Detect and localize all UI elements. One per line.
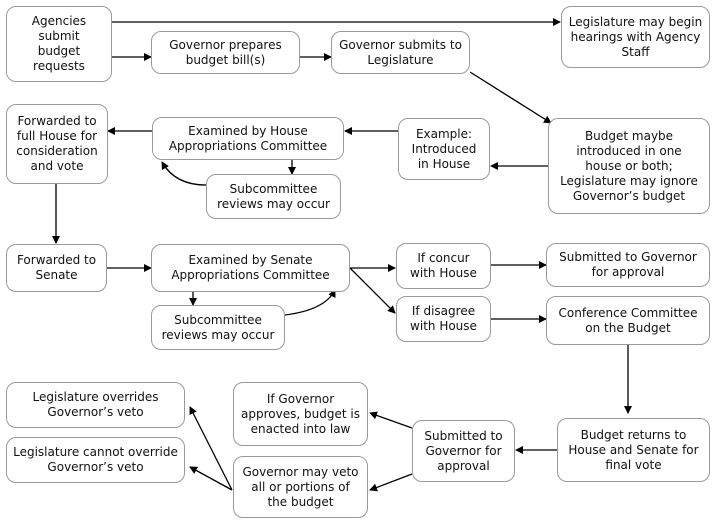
house-subcommittee-node: Subcommittee reviews may occur bbox=[206, 174, 341, 219]
arrow-submitted-governor-to-veto bbox=[369, 473, 413, 492]
house-appropriations-node: Examined by House Appropriations Committ… bbox=[152, 117, 344, 160]
legislature-overrides-node: Legislature overrides Governor’s veto bbox=[6, 382, 185, 428]
agencies-submit-node: Agencies submit budget requests bbox=[6, 6, 112, 82]
example-introduced-house-node: Example: Introduced in House bbox=[398, 118, 490, 180]
forwarded-full-house-node: Forwarded to full House for consideratio… bbox=[6, 104, 108, 184]
submitted-governor-second-node: Submitted to Governor for approval bbox=[412, 420, 515, 482]
arrow-house-subcommittee-return bbox=[161, 161, 207, 186]
senate-appropriations-node: Examined by Senate Appropriations Commit… bbox=[151, 244, 350, 292]
budget-returns-node: Budget returns to House and Senate for f… bbox=[557, 418, 710, 482]
forwarded-senate-node: Forwarded to Senate bbox=[6, 244, 107, 292]
legislature-cannot-override-node: Legislature cannot override Governor’s v… bbox=[6, 437, 185, 483]
arrow-senate-subcommittee-return bbox=[284, 289, 336, 316]
senate-subcommittee-node: Subcommittee reviews may occur bbox=[151, 305, 285, 350]
arrow-submitted-governor-to-approves bbox=[369, 411, 413, 429]
legislature-hearings-node: Legislature may begin hearings with Agen… bbox=[561, 6, 710, 68]
arrow-senate-approps-to-disagree bbox=[349, 267, 396, 314]
governor-submits-node: Governor submits to Legislature bbox=[331, 31, 470, 74]
arrow-governor-submits-to-budget-introduced bbox=[469, 71, 552, 124]
disagree-with-house-node: If disagree with House bbox=[396, 296, 491, 342]
budget-introduced-node: Budget maybe introduced in one house or … bbox=[548, 118, 710, 214]
submitted-governor-approval-node: Submitted to Governor for approval bbox=[546, 243, 710, 287]
governor-approves-node: If Governor approves, budget is enacted … bbox=[233, 382, 368, 446]
governor-veto-node: Governor may veto all or portions of the… bbox=[233, 456, 368, 518]
conference-committee-node: Conference Committee on the Budget bbox=[546, 296, 710, 345]
concur-with-house-node: If concur with House bbox=[396, 243, 491, 289]
arrow-veto-to-override bbox=[189, 406, 233, 491]
arrow-veto-to-cannot-override bbox=[189, 466, 233, 491]
governor-prepares-node: Governor prepares budget bill(s) bbox=[151, 31, 300, 74]
